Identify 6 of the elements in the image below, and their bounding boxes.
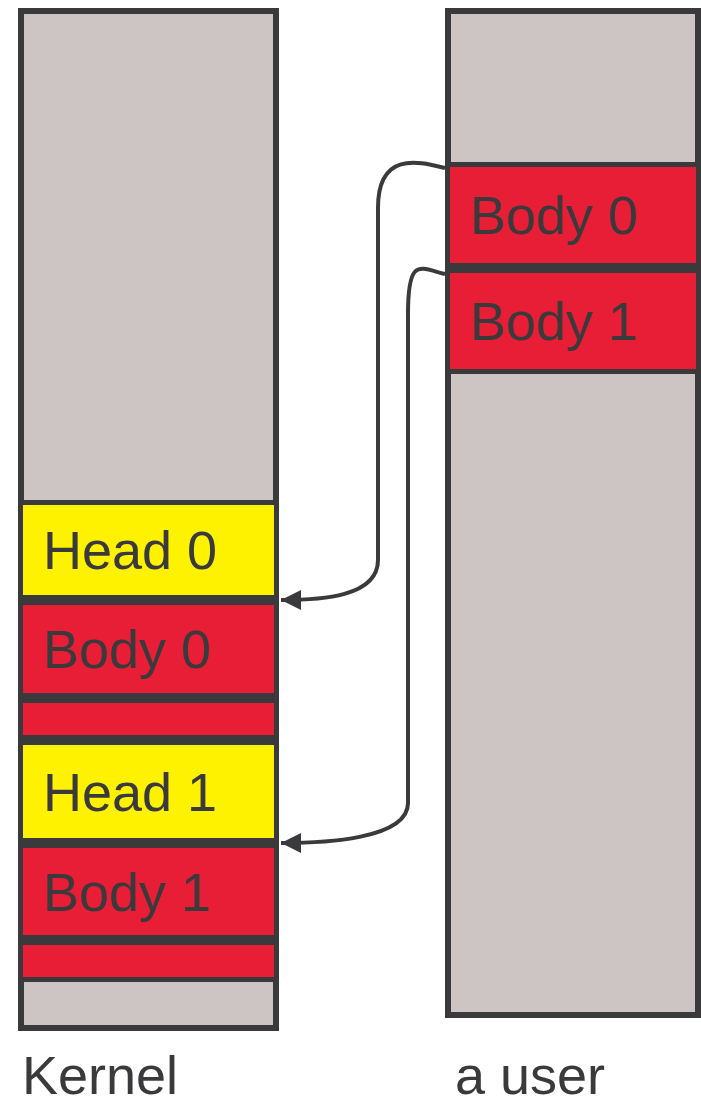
block-label: Head 1 xyxy=(42,764,218,819)
block-label: Head 0 xyxy=(42,523,218,577)
column-caption: Kernel xyxy=(22,1048,179,1102)
arrow xyxy=(281,160,446,610)
arrow xyxy=(281,266,446,853)
column-caption: a user xyxy=(455,1048,606,1102)
